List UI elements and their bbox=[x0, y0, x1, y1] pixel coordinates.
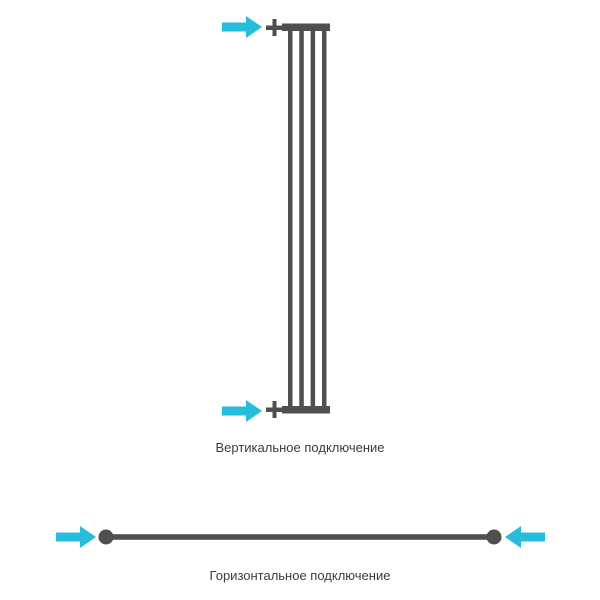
vertical-pipe bbox=[299, 28, 304, 412]
vertical-pipe bbox=[310, 28, 316, 412]
horizontal-connection-diagram bbox=[56, 526, 545, 548]
pipe-end-cap bbox=[98, 529, 114, 545]
pipe-fitting-icon bbox=[266, 19, 284, 36]
pipe-fitting-icon bbox=[266, 401, 284, 418]
vertical-pipe bbox=[322, 28, 327, 412]
top-collector-pipe bbox=[282, 23, 330, 31]
vertical-pipes bbox=[288, 28, 327, 412]
horizontal-pipe bbox=[106, 534, 494, 540]
horizontal-connection-label: Горизонтальное подключение bbox=[209, 568, 391, 583]
vertical-connection-diagram bbox=[222, 16, 330, 422]
vertical-pipe bbox=[288, 28, 293, 412]
flow-arrow-icon bbox=[222, 400, 262, 422]
flow-arrow-icon bbox=[56, 526, 96, 548]
bottom-collector-pipe bbox=[282, 406, 330, 414]
flow-arrow-icon bbox=[222, 16, 262, 38]
pipe-end-cap bbox=[486, 529, 502, 545]
vertical-connection-label: Вертикальное подключение bbox=[215, 440, 385, 455]
flow-arrow-icon bbox=[505, 526, 545, 548]
